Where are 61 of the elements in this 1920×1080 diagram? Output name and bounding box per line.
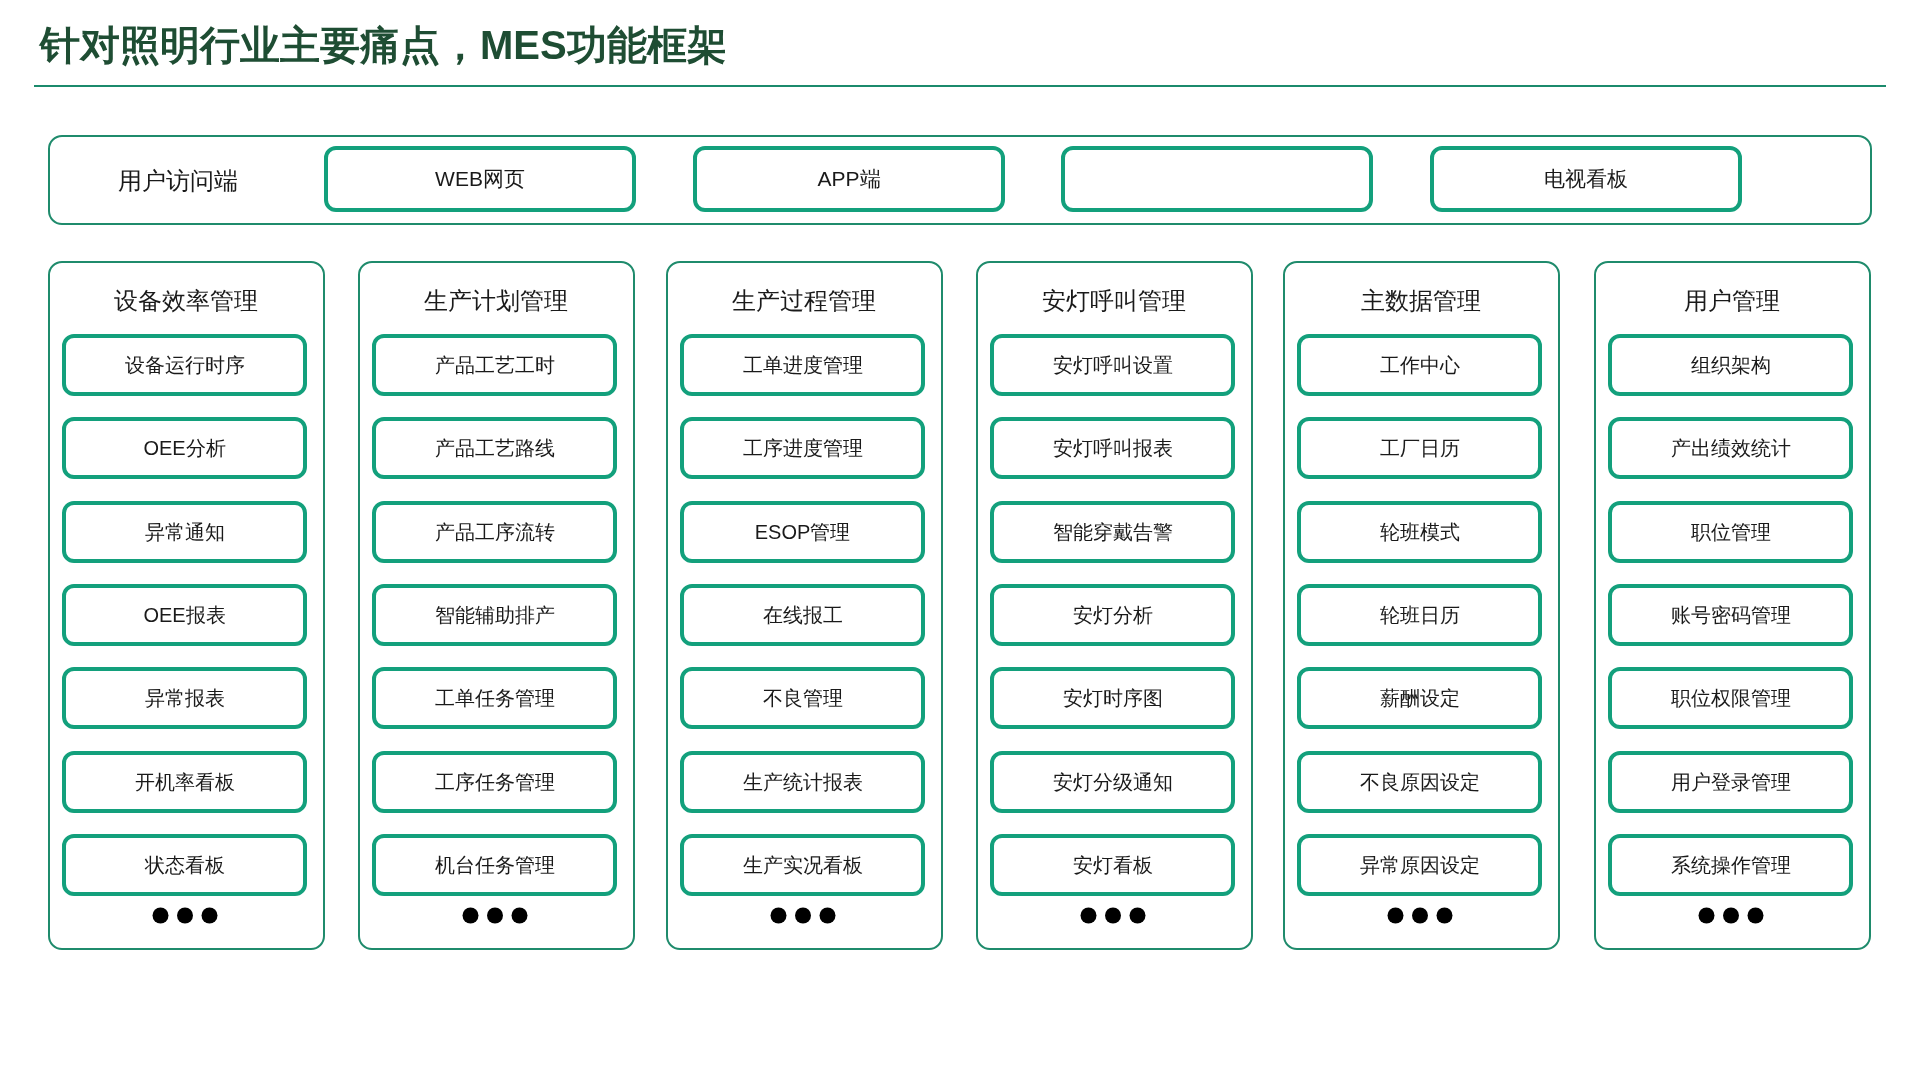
function-box: 工单任务管理	[372, 667, 617, 729]
function-box: 安灯呼叫设置	[990, 334, 1235, 396]
function-box: ESOP管理	[680, 501, 925, 563]
function-box: 机台任务管理	[372, 834, 617, 896]
function-box: 智能辅助排产	[372, 584, 617, 646]
function-box: 轮班模式	[1297, 501, 1542, 563]
function-box: 产出绩效统计	[1608, 417, 1853, 479]
function-box: 设备运行时序	[62, 334, 307, 396]
panel-heading: 用户访问端	[118, 167, 238, 195]
function-box: 组织架构	[1608, 334, 1853, 396]
function-box: 在线报工	[680, 584, 925, 646]
function-box: 产品工艺工时	[372, 334, 617, 396]
module-panel	[1283, 261, 1560, 950]
function-box: 工序任务管理	[372, 751, 617, 813]
function-box: 用户登录管理	[1608, 751, 1853, 813]
function-box: 状态看板	[62, 834, 307, 896]
channel-box	[1061, 146, 1373, 212]
function-box: 安灯看板	[990, 834, 1235, 896]
module-panel	[666, 261, 943, 950]
column-heading: 用户管理	[1684, 287, 1780, 315]
module-panel	[1594, 261, 1871, 950]
channel-box: APP端	[693, 146, 1005, 212]
function-box: 职位管理	[1608, 501, 1853, 563]
function-box: 产品工序流转	[372, 501, 617, 563]
module-panel	[976, 261, 1253, 950]
channel-box: WEB网页	[324, 146, 636, 212]
function-box: 工序进度管理	[680, 417, 925, 479]
column-heading: 设备效率管理	[114, 287, 258, 315]
function-box: 异常报表	[62, 667, 307, 729]
column-heading: 生产计划管理	[424, 287, 568, 315]
module-panel	[48, 261, 325, 950]
function-box: 生产统计报表	[680, 751, 925, 813]
function-box: 账号密码管理	[1608, 584, 1853, 646]
function-box: OEE报表	[62, 584, 307, 646]
column-heading: 主数据管理	[1361, 287, 1481, 315]
function-box: 生产实况看板	[680, 834, 925, 896]
module-panel	[358, 261, 635, 950]
function-box: 开机率看板	[62, 751, 307, 813]
function-box: 安灯分析	[990, 584, 1235, 646]
function-box: 工单进度管理	[680, 334, 925, 396]
function-box: 安灯分级通知	[990, 751, 1235, 813]
function-box: 工作中心	[1297, 334, 1542, 396]
function-box: 薪酬设定	[1297, 667, 1542, 729]
title: 针对照明行业主要痛点，MES功能框架	[40, 22, 727, 69]
function-box: 产品工艺路线	[372, 417, 617, 479]
function-box: 轮班日历	[1297, 584, 1542, 646]
function-box: OEE分析	[62, 417, 307, 479]
function-box: 异常原因设定	[1297, 834, 1542, 896]
function-box: 不良管理	[680, 667, 925, 729]
column-heading: 生产过程管理	[732, 287, 876, 315]
function-box: 异常通知	[62, 501, 307, 563]
function-box: 安灯呼叫报表	[990, 417, 1235, 479]
function-box: 不良原因设定	[1297, 751, 1542, 813]
column-heading: 安灯呼叫管理	[1042, 287, 1186, 315]
function-box: 智能穿戴告警	[990, 501, 1235, 563]
function-box: 职位权限管理	[1608, 667, 1853, 729]
function-box: 安灯时序图	[990, 667, 1235, 729]
function-box: 工厂日历	[1297, 417, 1542, 479]
channel-box: 电视看板	[1430, 146, 1742, 212]
access-panel	[48, 135, 1872, 225]
function-box: 系统操作管理	[1608, 834, 1853, 896]
